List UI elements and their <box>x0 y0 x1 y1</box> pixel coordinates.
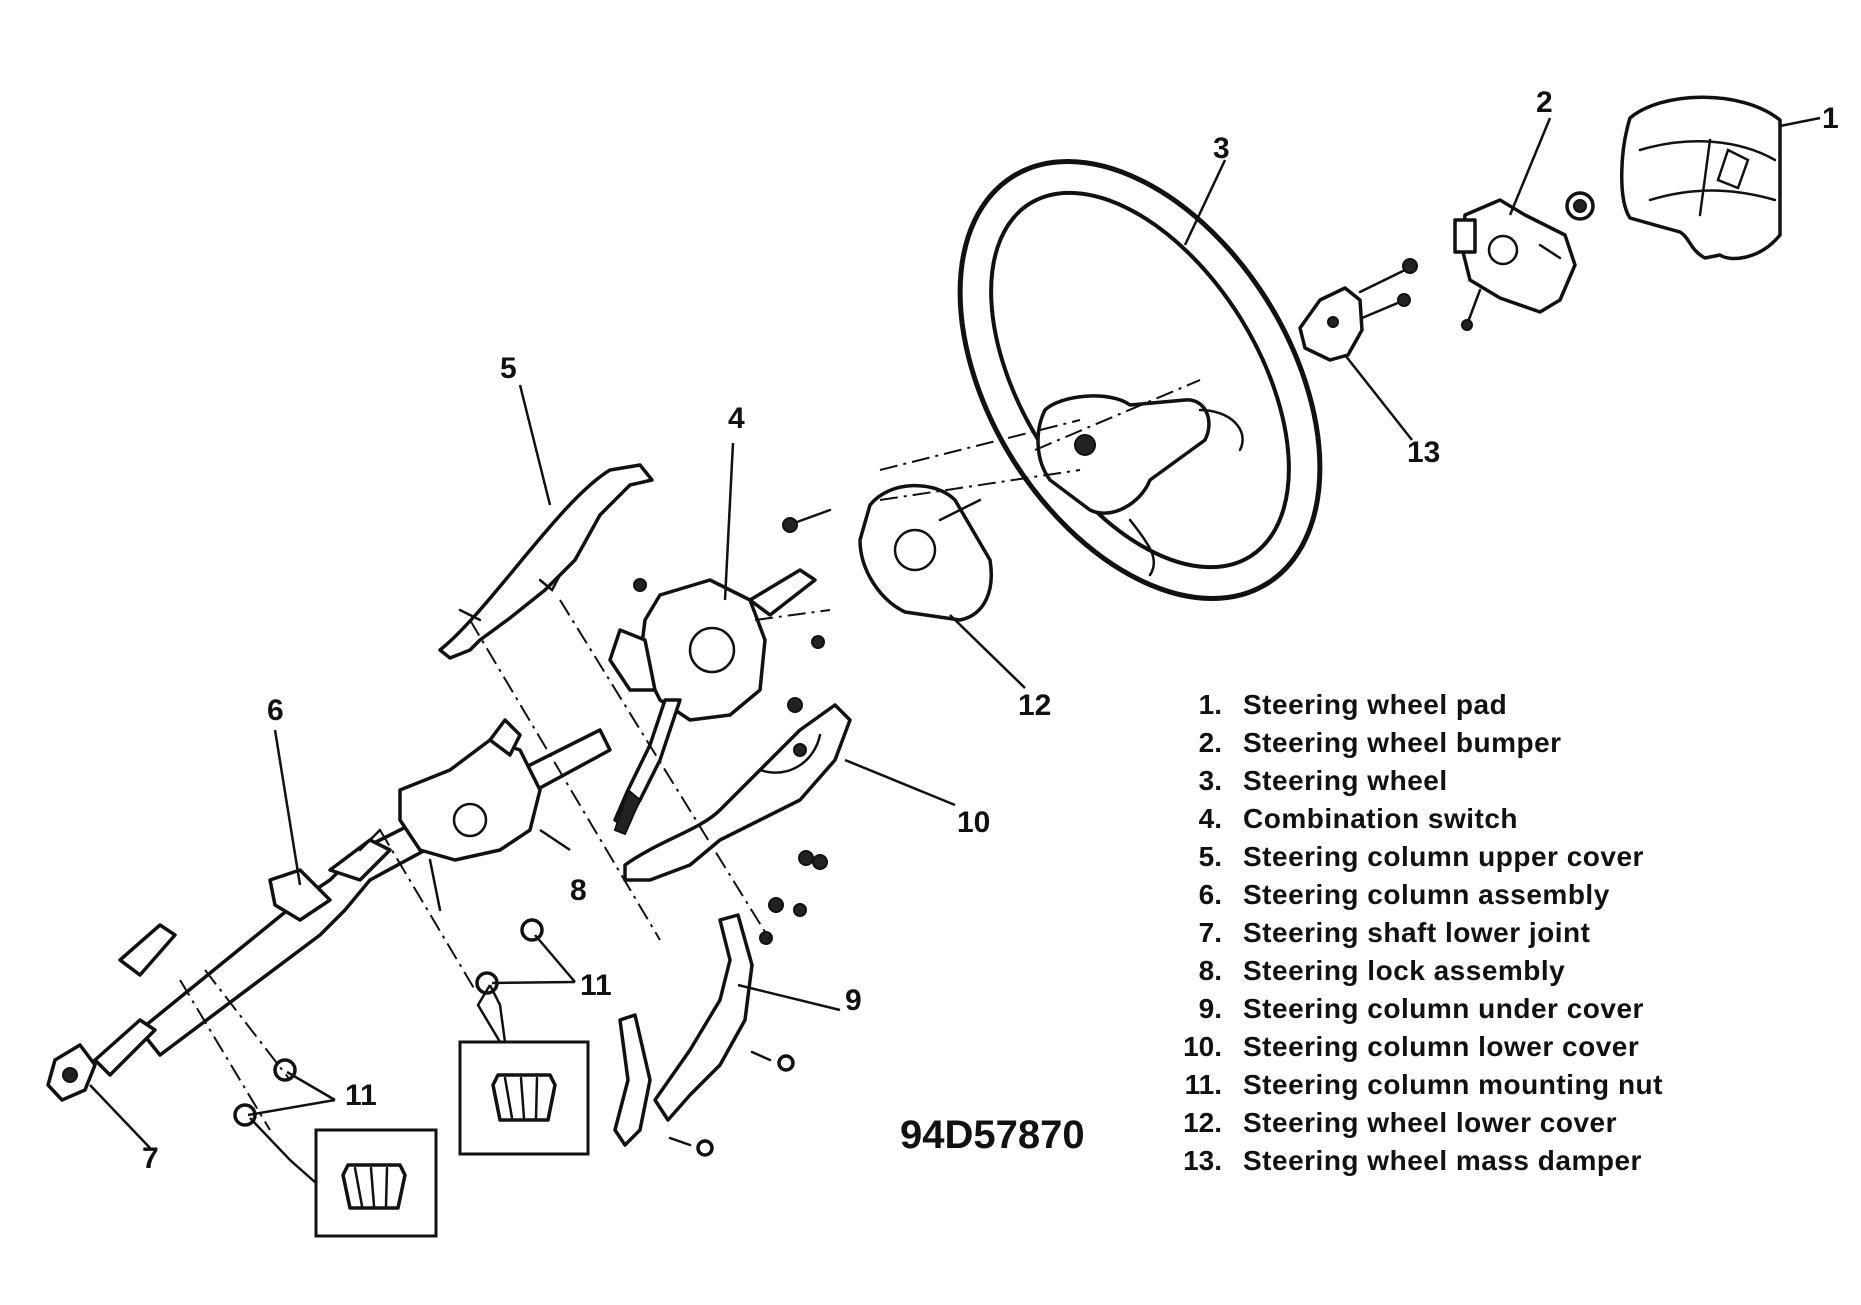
callout-9: 9 <box>845 984 862 1017</box>
callout-10: 10 <box>957 806 990 839</box>
steering-column-lower-cover <box>623 703 852 882</box>
pad-nut <box>1565 191 1595 221</box>
steering-wheel-pad <box>1620 95 1782 261</box>
legend-text-1: Steering wheel pad <box>1243 689 1507 720</box>
steering-shaft-lower-joint <box>46 923 177 1102</box>
callout-12: 12 <box>1018 689 1051 722</box>
legend-text-10: Steering column lower cover <box>1243 1031 1639 1062</box>
callout-6: 6 <box>267 694 284 727</box>
callout-11-lower: 11 <box>345 1079 377 1112</box>
steering-column-upper-cover <box>438 463 654 660</box>
legend-text-13: Steering wheel mass damper <box>1243 1145 1642 1176</box>
legend-text-5: Steering column upper cover <box>1243 841 1644 872</box>
figure-code: 94D57870 <box>900 1113 1085 1157</box>
callout-7: 7 <box>142 1142 159 1175</box>
legend-text-6: Steering column assembly <box>1243 879 1610 910</box>
legend-text-12: Steering wheel lower cover <box>1243 1107 1617 1138</box>
callout-leaders <box>89 116 1821 1149</box>
callout-4: 4 <box>728 402 745 435</box>
steering-column-assembly <box>138 728 612 1057</box>
legend-text-7: Steering shaft lower joint <box>1243 917 1590 948</box>
legend-num-1: 1. <box>1199 689 1222 720</box>
legend-text-3: Steering wheel <box>1243 765 1448 796</box>
steering-column-under-cover <box>613 913 754 1147</box>
nut-detail-inset-lower <box>249 1117 438 1238</box>
legend-text-2: Steering wheel bumper <box>1243 727 1562 758</box>
callout-11-upper: 11 <box>580 969 612 1002</box>
legend-text-11: Steering column mounting nut <box>1243 1069 1663 1100</box>
steering-lock-assembly <box>398 718 542 912</box>
legend-num-3: 3. <box>1199 765 1222 796</box>
legend-text-8: Steering lock assembly <box>1243 955 1565 986</box>
legend-num-7: 7. <box>1199 917 1222 948</box>
callout-8: 8 <box>570 874 587 907</box>
callout-13: 13 <box>1407 436 1440 469</box>
steering-wheel <box>957 158 1323 602</box>
nut-detail-inset-upper <box>458 984 590 1156</box>
legend-num-13: 13. <box>1183 1145 1222 1176</box>
steering-wheel-bumper <box>1453 198 1577 331</box>
legend-num-8: 8. <box>1199 955 1222 986</box>
assembly-center-lines <box>179 379 1201 1131</box>
legend-num-12: 12. <box>1183 1107 1222 1138</box>
legend-num-11: 11. <box>1185 1069 1222 1100</box>
callout-2: 2 <box>1536 86 1553 119</box>
combination-switch <box>608 568 817 836</box>
legend-num-6: 6. <box>1199 879 1222 910</box>
parts-legend: 1. Steering wheel pad 2. Steering wheel … <box>1183 689 1663 1176</box>
steering-wheel-lower-cover <box>858 483 993 622</box>
callout-5: 5 <box>500 352 517 385</box>
callout-3: 3 <box>1213 132 1230 165</box>
callout-labels: 1 2 3 4 5 6 7 8 9 10 11 11 12 13 <box>142 86 1839 1175</box>
legend-num-4: 4. <box>1199 803 1222 834</box>
legend-num-10: 10. <box>1183 1031 1222 1062</box>
legend-num-2: 2. <box>1199 727 1222 758</box>
steering-wheel-mass-damper <box>1298 258 1418 362</box>
legend-text-9: Steering column under cover <box>1243 993 1644 1024</box>
legend-num-9: 9. <box>1199 993 1222 1024</box>
legend-text-4: Combination switch <box>1243 803 1518 834</box>
legend-num-5: 5. <box>1199 841 1222 872</box>
fasteners <box>633 508 832 1157</box>
callout-1: 1 <box>1822 102 1839 135</box>
